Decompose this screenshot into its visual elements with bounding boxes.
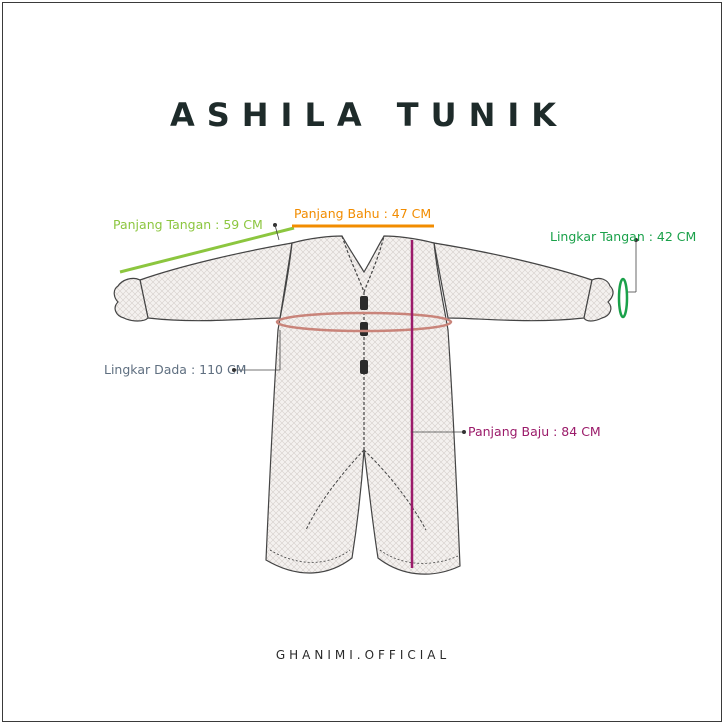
front-slit — [305, 449, 427, 531]
chest-ellipse — [275, 311, 453, 333]
brand-name: GHANIMI.OFFICIAL — [275, 648, 451, 662]
cuff-ellipse — [617, 277, 629, 319]
sleeve-length-label: Panjang Tangan : 59 CM — [113, 217, 263, 232]
sleeve-length-leader — [274, 224, 280, 241]
right-sleeve — [433, 242, 593, 322]
chest-label: Lingkar Dada : 110 CM — [104, 362, 247, 377]
hem-stitch — [269, 549, 459, 564]
cuff-label: Lingkar Tangan : 42 CM — [550, 229, 697, 244]
cuff-dot — [634, 238, 638, 242]
shoulder-label: Panjang Bahu : 47 CM — [294, 206, 432, 221]
length-dot — [462, 430, 466, 434]
buttons — [360, 296, 368, 374]
sleeve-length-line — [119, 226, 295, 274]
left-cuff — [113, 277, 149, 322]
left-sleeve — [139, 242, 293, 322]
length-label: Panjang Baju : 84 CM — [468, 424, 601, 439]
product-title: ASHILA TUNIK — [169, 96, 569, 134]
chest-dot — [232, 368, 236, 372]
right-cuff — [583, 277, 614, 322]
tunic-body — [265, 235, 461, 575]
